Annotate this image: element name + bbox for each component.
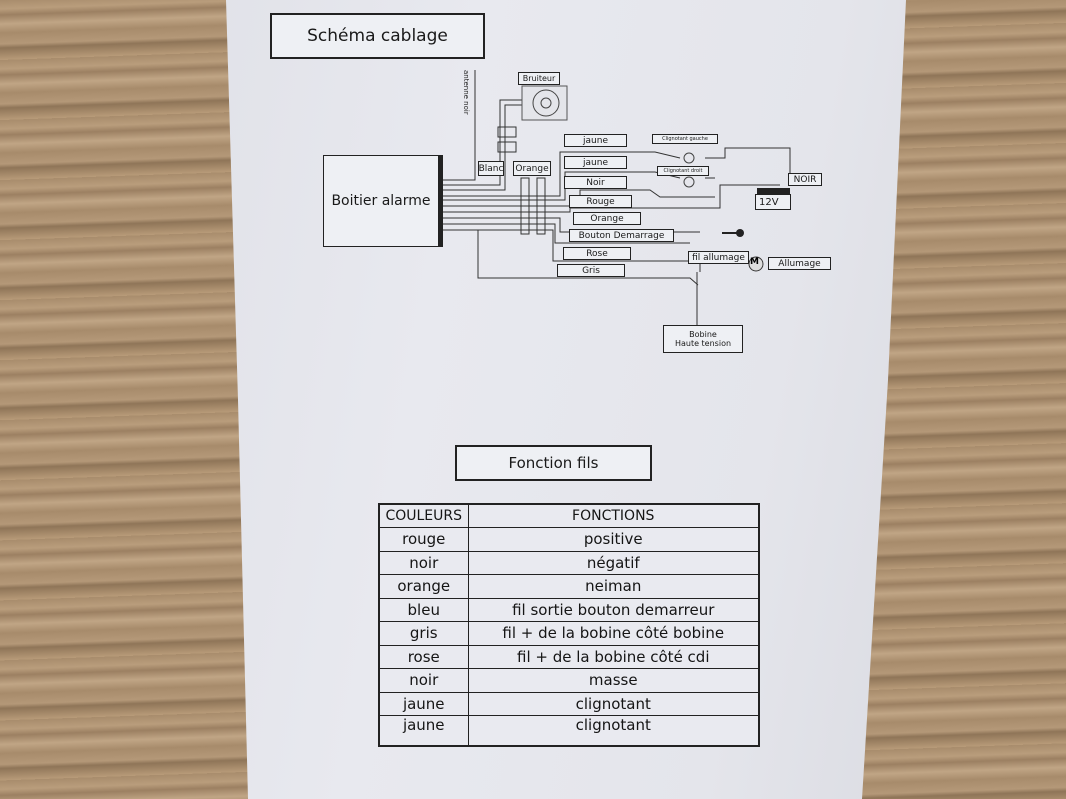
color-cell: jaune [378, 715, 469, 746]
coil-label: Bobine Haute tension [663, 325, 743, 353]
right-blinker-label: Clignotant droit [657, 166, 709, 176]
color-cell: jaune [378, 691, 469, 716]
wire-label-jaune: jaune [564, 134, 627, 147]
wire-label-orange: Orange [573, 212, 641, 225]
battery-ground-label: NOIR [788, 173, 822, 186]
color-cell: bleu [378, 597, 469, 622]
function-cell: clignotant [467, 715, 760, 746]
wire-label-jaune: jaune [564, 156, 627, 169]
coil-label-line2: Haute tension [674, 339, 732, 348]
color-cell: gris [378, 621, 469, 646]
blanc-label: Blanc [478, 161, 504, 176]
schema-title: Schéma cablage [270, 13, 485, 59]
ignition-wire-label: fil allumage [688, 251, 749, 264]
color-cell: orange [378, 574, 469, 599]
wire-label-rose: Rose [563, 247, 631, 260]
bulb-icon [683, 176, 695, 188]
function-cell: fil sortie bouton demarreur [467, 597, 760, 622]
header-couleurs: COULEURS [378, 503, 469, 528]
antenna-label: antenne noir [462, 70, 470, 115]
coil-label-line1: Bobine [689, 330, 717, 339]
motor-icon: M [750, 257, 759, 267]
header-fonctions: FONCTIONS [467, 503, 760, 528]
color-cell: noir [378, 668, 469, 693]
siren-icon [532, 89, 560, 117]
color-cell: noir [378, 550, 469, 575]
wire-label-bouton-demarrage: Bouton Demarrage [569, 229, 674, 242]
orange-label: Orange [513, 161, 551, 176]
wire-label-rouge: Rouge [569, 195, 632, 208]
function-cell: fil + de la bobine côté cdi [467, 644, 760, 669]
color-cell: rouge [378, 527, 469, 552]
wire-label-noir: Noir [564, 176, 627, 189]
function-cell: positive [467, 527, 760, 552]
ignition-label: Allumage [768, 257, 831, 270]
function-cell: clignotant [467, 691, 760, 716]
alarm-box: Boitier alarme [323, 155, 443, 247]
function-cell: fil + de la bobine côté bobine [467, 621, 760, 646]
functions-title: Fonction fils [455, 445, 652, 481]
key-icon [736, 229, 744, 237]
siren-label: Bruiteur [518, 72, 560, 85]
left-blinker-label: Clignotant gauche [652, 134, 718, 144]
color-cell: rose [378, 644, 469, 669]
function-cell: neiman [467, 574, 760, 599]
battery-12v: 12V [755, 194, 791, 210]
table-header-row: COULEURS FONCTIONS [378, 503, 760, 528]
function-cell: négatif [467, 550, 760, 575]
wire-label-gris: Gris [557, 264, 625, 277]
bulb-icon [683, 152, 695, 164]
function-cell: masse [467, 668, 760, 693]
